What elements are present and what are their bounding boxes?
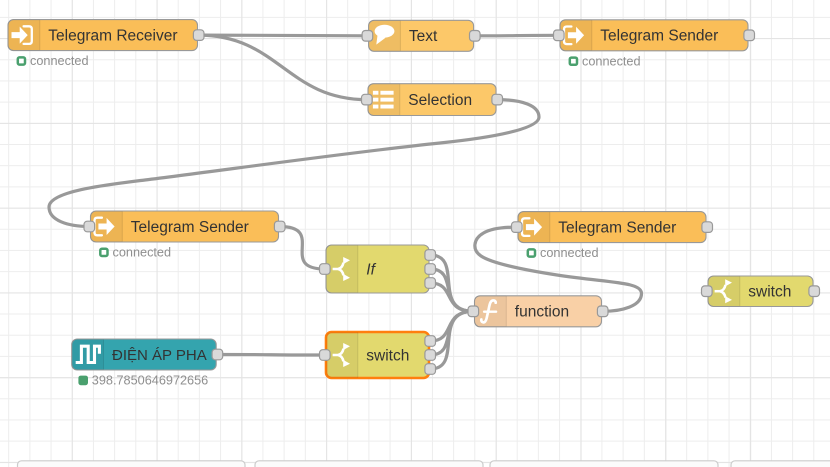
svg-text:connected: connected [113,246,172,260]
svg-text:function: function [515,304,569,321]
svg-text:Telegram Sender: Telegram Sender [558,220,676,237]
svg-text:If: If [366,261,376,278]
svg-text:Telegram Receiver: Telegram Receiver [48,28,177,45]
svg-text:ĐIỆN ÁP PHA: ĐIỆN ÁP PHA [112,347,207,364]
svg-text:Text: Text [409,28,438,45]
svg-text:Telegram Sender: Telegram Sender [131,219,249,236]
svg-text:connected: connected [582,54,641,68]
svg-text:Selection: Selection [408,92,472,109]
svg-text:Telegram Sender: Telegram Sender [600,28,718,45]
svg-text:switch: switch [748,284,791,301]
svg-text:connected: connected [30,54,89,68]
svg-text:connected: connected [540,246,599,260]
svg-text:switch: switch [366,347,409,364]
svg-text:398.7850646972656: 398.7850646972656 [92,374,208,388]
